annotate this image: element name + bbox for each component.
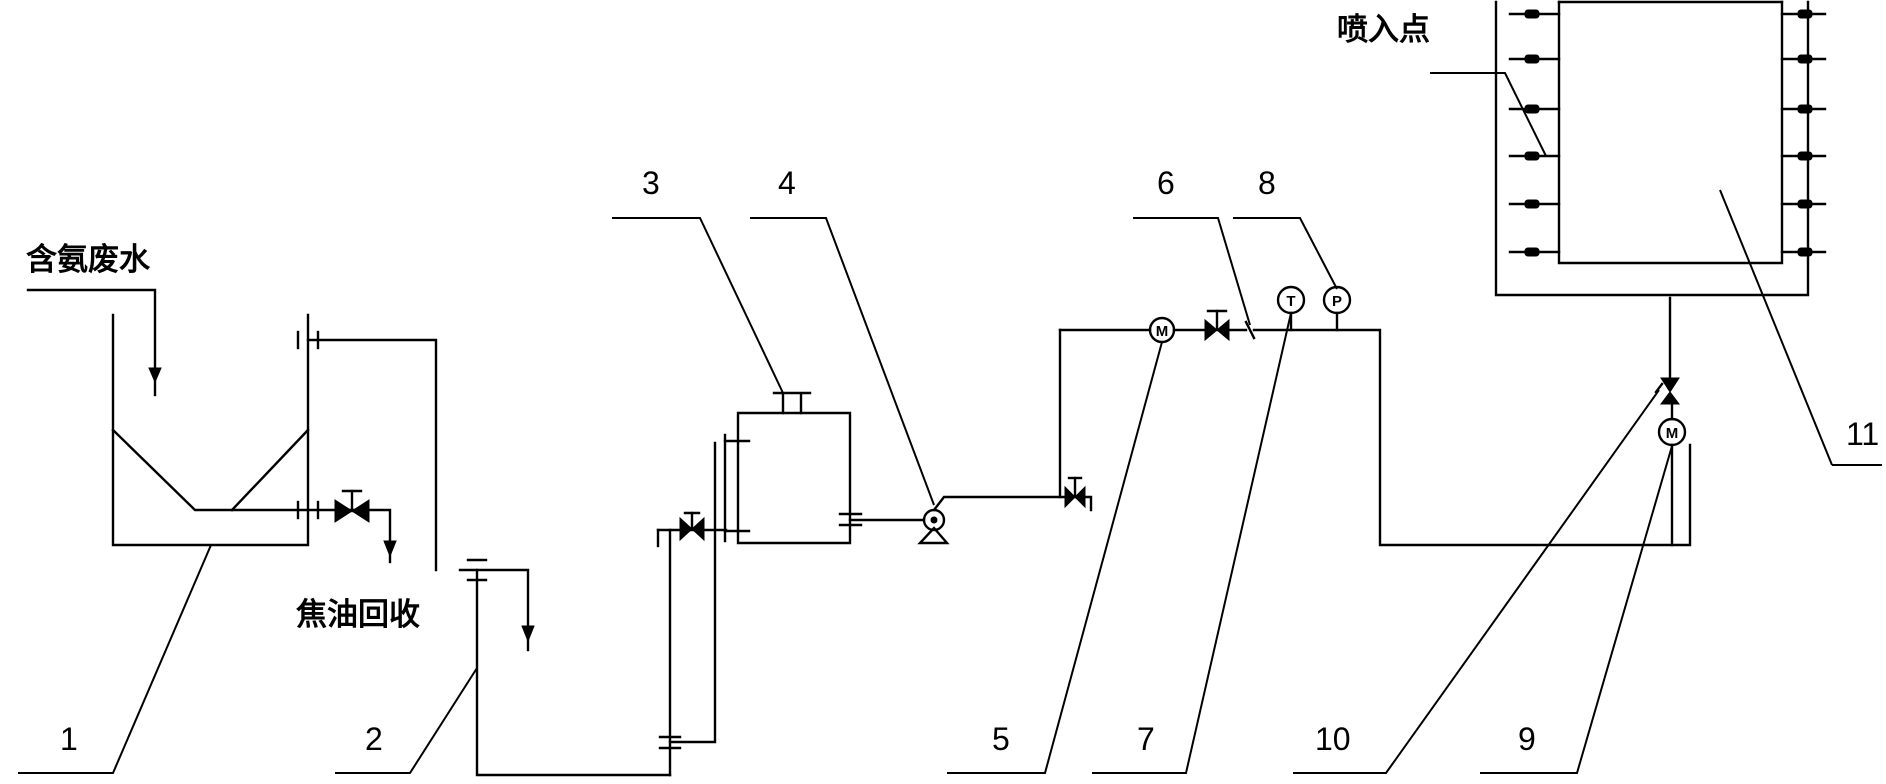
valve-icon	[1204, 318, 1218, 342]
temperature-letter: T	[1286, 293, 1295, 310]
riser-line	[656, 441, 728, 777]
pump-discharge-valve	[1058, 328, 1093, 512]
overflow-line	[296, 330, 438, 572]
wastewater-inlet	[26, 288, 162, 397]
label-7: 7	[1137, 721, 1155, 757]
label-6: 6	[1157, 165, 1175, 201]
label-9: 9	[1518, 721, 1536, 757]
tar-recovery-label: 焦油回收	[296, 597, 420, 633]
label-3: 3	[642, 165, 660, 201]
furnace	[1494, 0, 1827, 297]
injection-point-label: 喷入点	[1337, 12, 1430, 48]
leader-lines	[18, 72, 1882, 774]
label-5: 5	[992, 721, 1010, 757]
gate-valve-icon	[334, 499, 353, 523]
furnace-feed-line	[1654, 296, 1687, 547]
label-4: 4	[778, 165, 796, 201]
metering-line	[1058, 285, 1692, 547]
label-11: 11	[1846, 416, 1879, 452]
valve-icon	[1660, 377, 1680, 393]
oil-separator-tank	[458, 558, 672, 777]
pressure-letter: P	[1332, 293, 1342, 310]
storage-tank	[723, 391, 926, 545]
pump	[917, 495, 1077, 545]
ammonia-wastewater-label: 含氨废水	[26, 242, 151, 278]
injection-nozzles-left	[1508, 9, 1561, 257]
settling-tank	[111, 313, 310, 547]
label-8: 8	[1258, 165, 1276, 201]
flowmeter-right-letter: M	[1666, 425, 1679, 442]
valve-icon	[679, 516, 693, 542]
tar-outlet-line	[296, 489, 397, 564]
label-2: 2	[365, 721, 383, 757]
label-1: 1	[60, 721, 78, 757]
injection-nozzles-right	[1780, 9, 1827, 257]
flowmeter-left-letter: M	[1156, 323, 1169, 340]
label-10: 10	[1315, 721, 1351, 757]
